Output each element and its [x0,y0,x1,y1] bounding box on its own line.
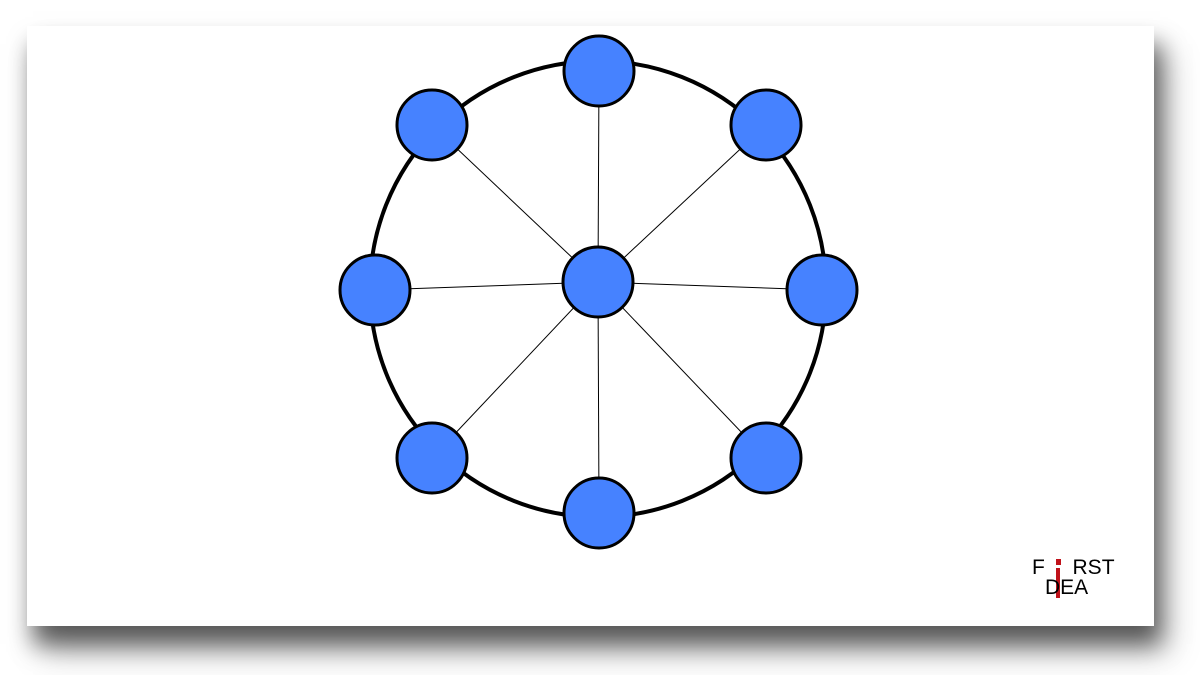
spoke-bottom-right [597,281,767,459]
spoke-bottom [597,281,600,514]
node-bottom-right [729,421,803,495]
node-hub [561,245,635,319]
node-bottom [562,476,636,550]
spoke-top-right [597,124,767,283]
spoke-right [597,281,823,291]
spoke-left [374,281,599,291]
hub-ring-diagram [338,34,859,550]
slide: F RST DEA [27,26,1154,626]
node-bottom-left [395,421,469,495]
node-right [785,253,859,327]
node-left [338,253,412,327]
node-top-right [729,88,803,162]
logo-letters-dea: DEA [1045,576,1089,599]
logo-accent-dot [1056,559,1061,565]
logo-letter-f: F [1032,556,1045,579]
nodes [338,34,859,550]
logo-accent-bar [1056,568,1060,598]
spoke-bottom-left [431,281,599,459]
node-top-left [395,88,469,162]
first-idea-logo: F RST DEA [1032,556,1142,606]
spoke-top-left [431,124,599,283]
logo-letters-rst: RST [1072,556,1115,579]
node-top [562,34,636,108]
